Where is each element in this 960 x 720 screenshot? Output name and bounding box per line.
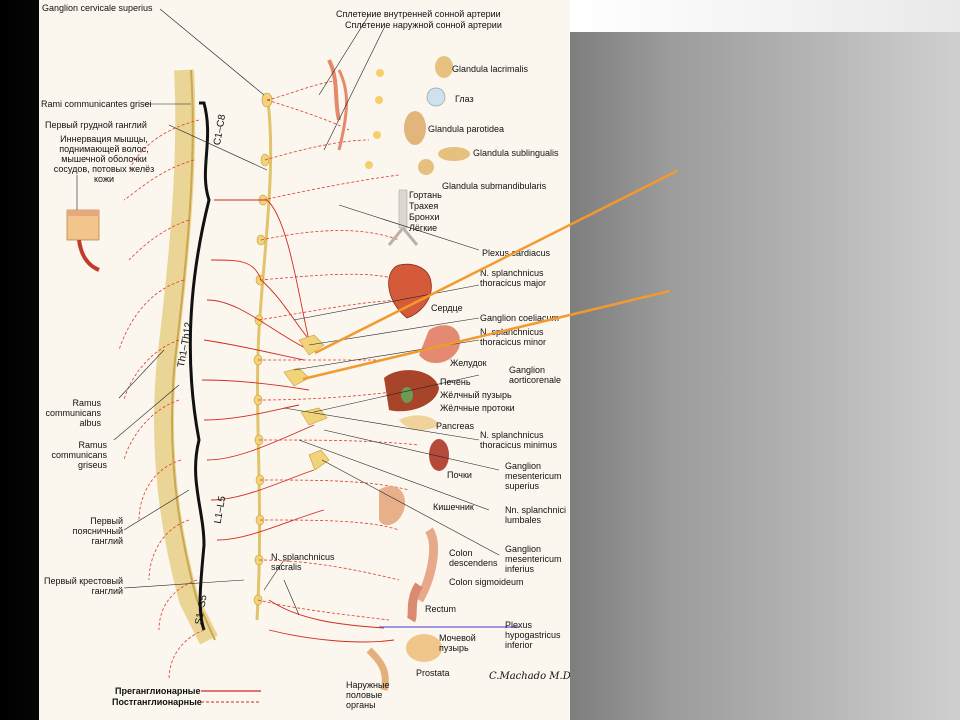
label-rectum: Rectum	[425, 604, 457, 614]
skin-block	[66, 209, 100, 272]
label-eye: Глаз	[455, 94, 474, 104]
label-larynx: Гортань	[409, 190, 442, 200]
label-plexus-internal: Сплетение внутренней сонной артерии	[336, 9, 501, 19]
legend-preganglionic: Преганглионарные	[115, 686, 201, 696]
label-gl-parotidea: Glandula parotidea	[428, 124, 505, 134]
sympathetic-trunk	[253, 92, 273, 621]
label-bladder: Мочевой пузырь	[439, 633, 476, 653]
label-bronchi: Бронхи	[409, 212, 440, 222]
label-ganglion-aortico: Ganglion aorticorenale	[509, 365, 562, 385]
label-gl-submandibularis: Glandula submandibularis	[442, 181, 547, 191]
label-gl-lacrimalis: Glandula lacrimalis	[452, 64, 529, 74]
anatomy-plate: Ganglion cervicale superius Rami communi…	[39, 0, 570, 720]
label-first-thoracic: Первый грудной ганглий	[45, 120, 147, 130]
label-ganglion-coeliacum: Ganglion coeliacum	[480, 313, 560, 323]
label-stomach: Желудок	[450, 358, 487, 368]
label-kidneys: Почки	[447, 470, 472, 480]
label-bile-ducts: Жёлчные протоки	[440, 403, 515, 413]
label-gallbladder: Жёлчный пузырь	[440, 390, 512, 400]
annotation-arrow-upper	[314, 169, 678, 355]
label-trachea: Трахея	[409, 201, 439, 211]
heart-illustration	[388, 263, 432, 319]
trachea-lungs	[387, 189, 419, 246]
label-ramus-griseus: Ramus communicans griseus	[51, 440, 107, 470]
label-ganglion-cervicale: Ganglion cervicale superius	[42, 3, 153, 13]
label-gang-mes-inf: Ganglion mesentericum inferius	[505, 544, 562, 574]
label-prostata: Prostata	[416, 668, 450, 678]
label-genitals: Наружные половые органы	[346, 680, 390, 710]
label-gang-mes-sup: Ganglion mesentericum superius	[505, 461, 562, 491]
label-colon-desc: Colon descendens	[449, 548, 498, 568]
label-ramus-albus: Ramus communicans albus	[45, 398, 101, 428]
nerve-diagram	[66, 8, 519, 703]
legend-postganglionic: Постганглионарные	[112, 697, 202, 707]
slide-top-highlight	[570, 0, 960, 32]
label-gl-sublingualis: Glandula sublingualis	[473, 148, 559, 158]
label-first-lumbar: Первый поясничный ганглий	[72, 516, 123, 546]
label-heart: Сердце	[431, 303, 463, 313]
label-rami-grisei: Rami communicantes grisei	[41, 99, 152, 109]
spinal-column	[153, 69, 218, 645]
prevertebral-ganglia	[283, 334, 330, 471]
segment-bracket	[188, 101, 211, 631]
label-innervation: Иннервация мышцы, поднимающей волос, мыш…	[53, 134, 155, 184]
label-intestine: Кишечник	[433, 502, 474, 512]
label-splanch-major: N. splanchnicus thoracicus major	[480, 268, 547, 288]
label-liver: Печень	[440, 377, 471, 387]
annotation-arrow-lower	[302, 289, 671, 381]
label-plexus-external: Сплетение наружной сонной артерии	[345, 20, 502, 30]
label-splanch-minor: N. splanchnicus thoracicus minor	[480, 327, 547, 347]
label-splanch-sacral: N. splanchnicus sacralis	[271, 552, 335, 572]
label-splanch-lumbales: Nn. splanchnici lumbales	[505, 505, 567, 525]
label-plexus-hypo: Plexus hypogastricus inferior	[505, 620, 561, 650]
label-pancreas: Pancreas	[436, 421, 475, 431]
label-lungs: Лёгкие	[409, 223, 438, 233]
label-splanch-minimus: N. splanchnicus thoracicus minimus	[480, 430, 558, 450]
head-organs	[327, 56, 470, 175]
artist-signature: C.Machado M.D.	[489, 671, 570, 682]
abdominal-organs	[366, 325, 460, 691]
label-colon-sig: Colon sigmoideum	[449, 577, 524, 587]
label-first-sacral: Первый крестовый ганглий	[43, 576, 123, 596]
